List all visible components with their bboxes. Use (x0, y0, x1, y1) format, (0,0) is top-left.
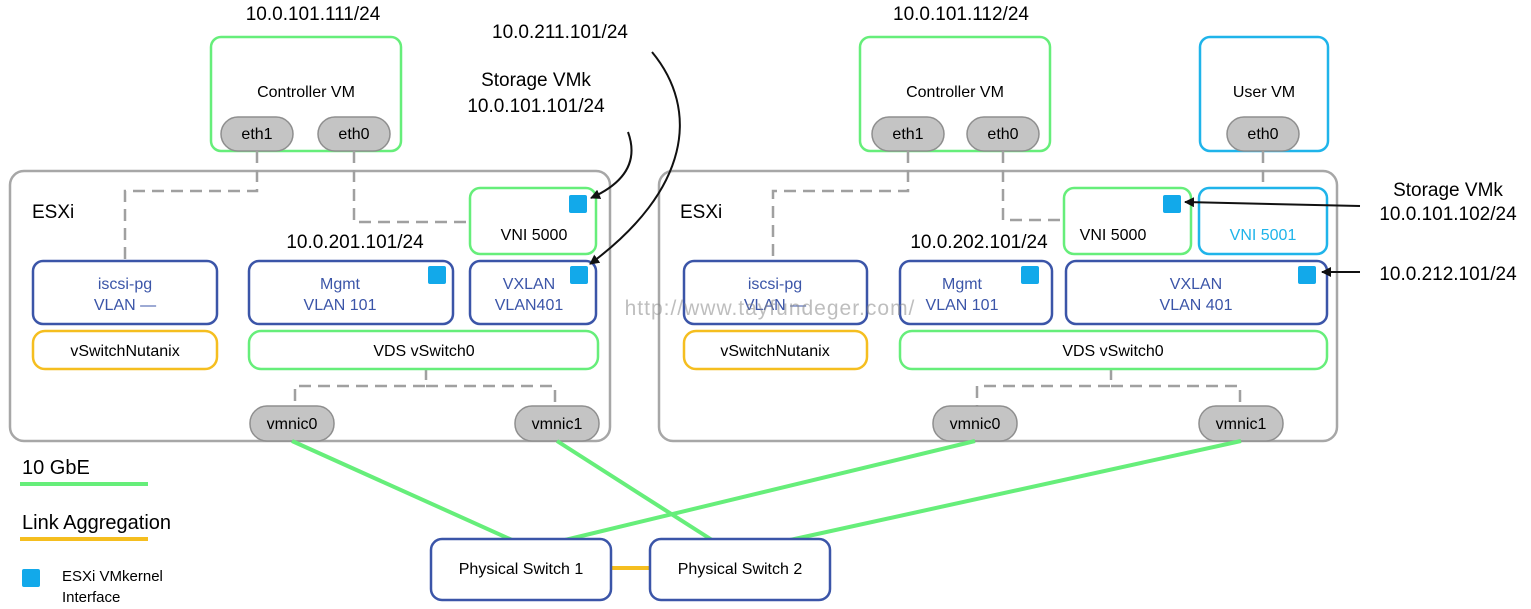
vmk-marker-mgmt-host-1 (428, 266, 446, 284)
vmk-marker-vni-host-1 (569, 195, 587, 213)
host-1-controller-ip: 10.0.101.111/24 (246, 4, 381, 25)
mgmt-portgroup-host-1[interactable] (247, 259, 455, 326)
controller-vm-2-eth0-label: eth0 (987, 126, 1018, 143)
vni-5000-host-1[interactable] (468, 186, 598, 256)
vmnic0-host-1-label: vmnic0 (267, 416, 318, 433)
vni-5001-host-2[interactable] (1197, 186, 1329, 256)
host-2-dashed-links (771, 151, 1265, 406)
host-2-controller-ip: 10.0.101.112/24 (893, 4, 1029, 25)
vmk-marker-mgmt-host-2 (1021, 266, 1039, 284)
storage-vmk-host-1-label: Storage VMk (481, 70, 591, 91)
user-vm-eth0-label: eth0 (1247, 126, 1278, 143)
vmk-marker-vni-host-2 (1163, 195, 1181, 213)
host-1-mgmt-ip: 10.0.201.101/24 (286, 232, 424, 253)
physical-switch-1[interactable] (429, 537, 613, 602)
legend-link-aggregation-label: Link Aggregation (22, 512, 171, 534)
controller-vm-1-eth1-label: eth1 (241, 126, 272, 143)
vni-5000-host-2[interactable] (1062, 186, 1193, 256)
vmnic1-host-2-label: vmnic1 (1216, 416, 1267, 433)
vmnic0-host-2-label: vmnic0 (950, 416, 1001, 433)
vxlan-portgroup-host-1-label: VXLAN (503, 276, 555, 293)
vni-5001-host-2-label: VNI 5001 (1230, 227, 1297, 244)
vni-5000-host-1-label: VNI 5000 (501, 227, 568, 244)
user-vm-label: User VM (1233, 84, 1295, 101)
storage-vmk-host-1-ip: 10.0.101.101/24 (467, 96, 605, 117)
legend-vmk-label-line1: ESXi VMkernel (62, 568, 163, 585)
vni-5000-host-2-label: VNI 5000 (1080, 227, 1147, 244)
esxi-host-2-label: ESXi (680, 202, 722, 223)
mgmt-portgroup-host-2-label: Mgmt (942, 276, 983, 293)
iscsi-pg-host-1-label: iscsi-pg (98, 276, 152, 293)
vds-vswitch0-host-1[interactable] (247, 329, 600, 371)
vxlan-portgroup-host-2-label: VXLAN (1170, 276, 1222, 293)
vxlan-ip-host-2: 10.0.212.101/24 (1379, 264, 1517, 285)
iscsi-pg-host-1-vlan: VLAN — (94, 297, 156, 314)
esxi-host-1-label: ESXi (32, 202, 74, 223)
physical-switch-2[interactable] (648, 537, 832, 602)
mgmt-portgroup-host-2[interactable] (898, 259, 1054, 326)
controller-vm-2-eth1-label: eth1 (892, 126, 923, 143)
host-1-dashed-links (123, 151, 557, 406)
legend-10gbe-label: 10 GbE (22, 457, 90, 479)
iscsi-pg-host-2[interactable] (682, 259, 869, 326)
arrow-vxlan-ip-host-1 (589, 51, 681, 265)
vds-vswitch0-host-1-label: VDS vSwitch0 (373, 343, 474, 360)
controller-vm-2-label: Controller VM (906, 84, 1004, 101)
storage-vmk-host-2-ip: 10.0.101.102/24 (1379, 204, 1517, 225)
arrow-storage-vmk-host-1 (590, 131, 633, 199)
iscsi-pg-host-2-vlan: VLAN — (744, 297, 806, 314)
arrow-storage-vmk-host-2 (1184, 197, 1361, 208)
controller-vm-1-eth0-label: eth0 (338, 126, 369, 143)
vds-vswitch0-host-2[interactable] (898, 329, 1329, 371)
vmk-marker-vxlan-host-2 (1298, 266, 1316, 284)
legend-vmk-label-line2: Interface (62, 589, 120, 606)
controller-vm-1-label: Controller VM (257, 84, 355, 101)
iscsi-pg-host-1[interactable] (31, 259, 219, 326)
storage-vmk-host-2-label: Storage VMk (1393, 180, 1503, 201)
physical-switch-2-label: Physical Switch 2 (678, 561, 803, 578)
vxlan-portgroup-host-2-vlan: VLAN 401 (1160, 297, 1233, 314)
vswitch-nutanix-host-2[interactable] (682, 329, 869, 371)
mgmt-portgroup-host-2-vlan: VLAN 101 (926, 297, 999, 314)
host-2-mgmt-ip: 10.0.202.101/24 (910, 232, 1048, 253)
mgmt-portgroup-host-1-vlan: VLAN 101 (304, 297, 377, 314)
vxlan-portgroup-host-1-vlan: VLAN401 (495, 297, 564, 314)
watermark: http://www.tayfundeger.com/ (625, 297, 916, 320)
vds-vswitch0-host-2-label: VDS vSwitch0 (1062, 343, 1163, 360)
vxlan-portgroup-host-1[interactable] (468, 259, 598, 326)
physical-uplinks (291, 439, 1242, 542)
vswitch-nutanix-host-2-label: vSwitchNutanix (720, 343, 829, 360)
iscsi-pg-host-2-label: iscsi-pg (748, 276, 802, 293)
vmnic1-host-1-label: vmnic1 (532, 416, 583, 433)
vxlan-portgroup-host-2[interactable] (1064, 259, 1329, 326)
legend-vmk-square (22, 569, 40, 587)
vswitch-nutanix-host-1[interactable] (31, 329, 219, 371)
vmk-marker-vxlan-host-1 (570, 266, 588, 284)
vswitch-nutanix-host-1-label: vSwitchNutanix (70, 343, 179, 360)
mgmt-portgroup-host-1-label: Mgmt (320, 276, 361, 293)
vxlan-ip-host-1: 10.0.211.101/24 (492, 22, 628, 43)
physical-switch-1-label: Physical Switch 1 (459, 561, 584, 578)
